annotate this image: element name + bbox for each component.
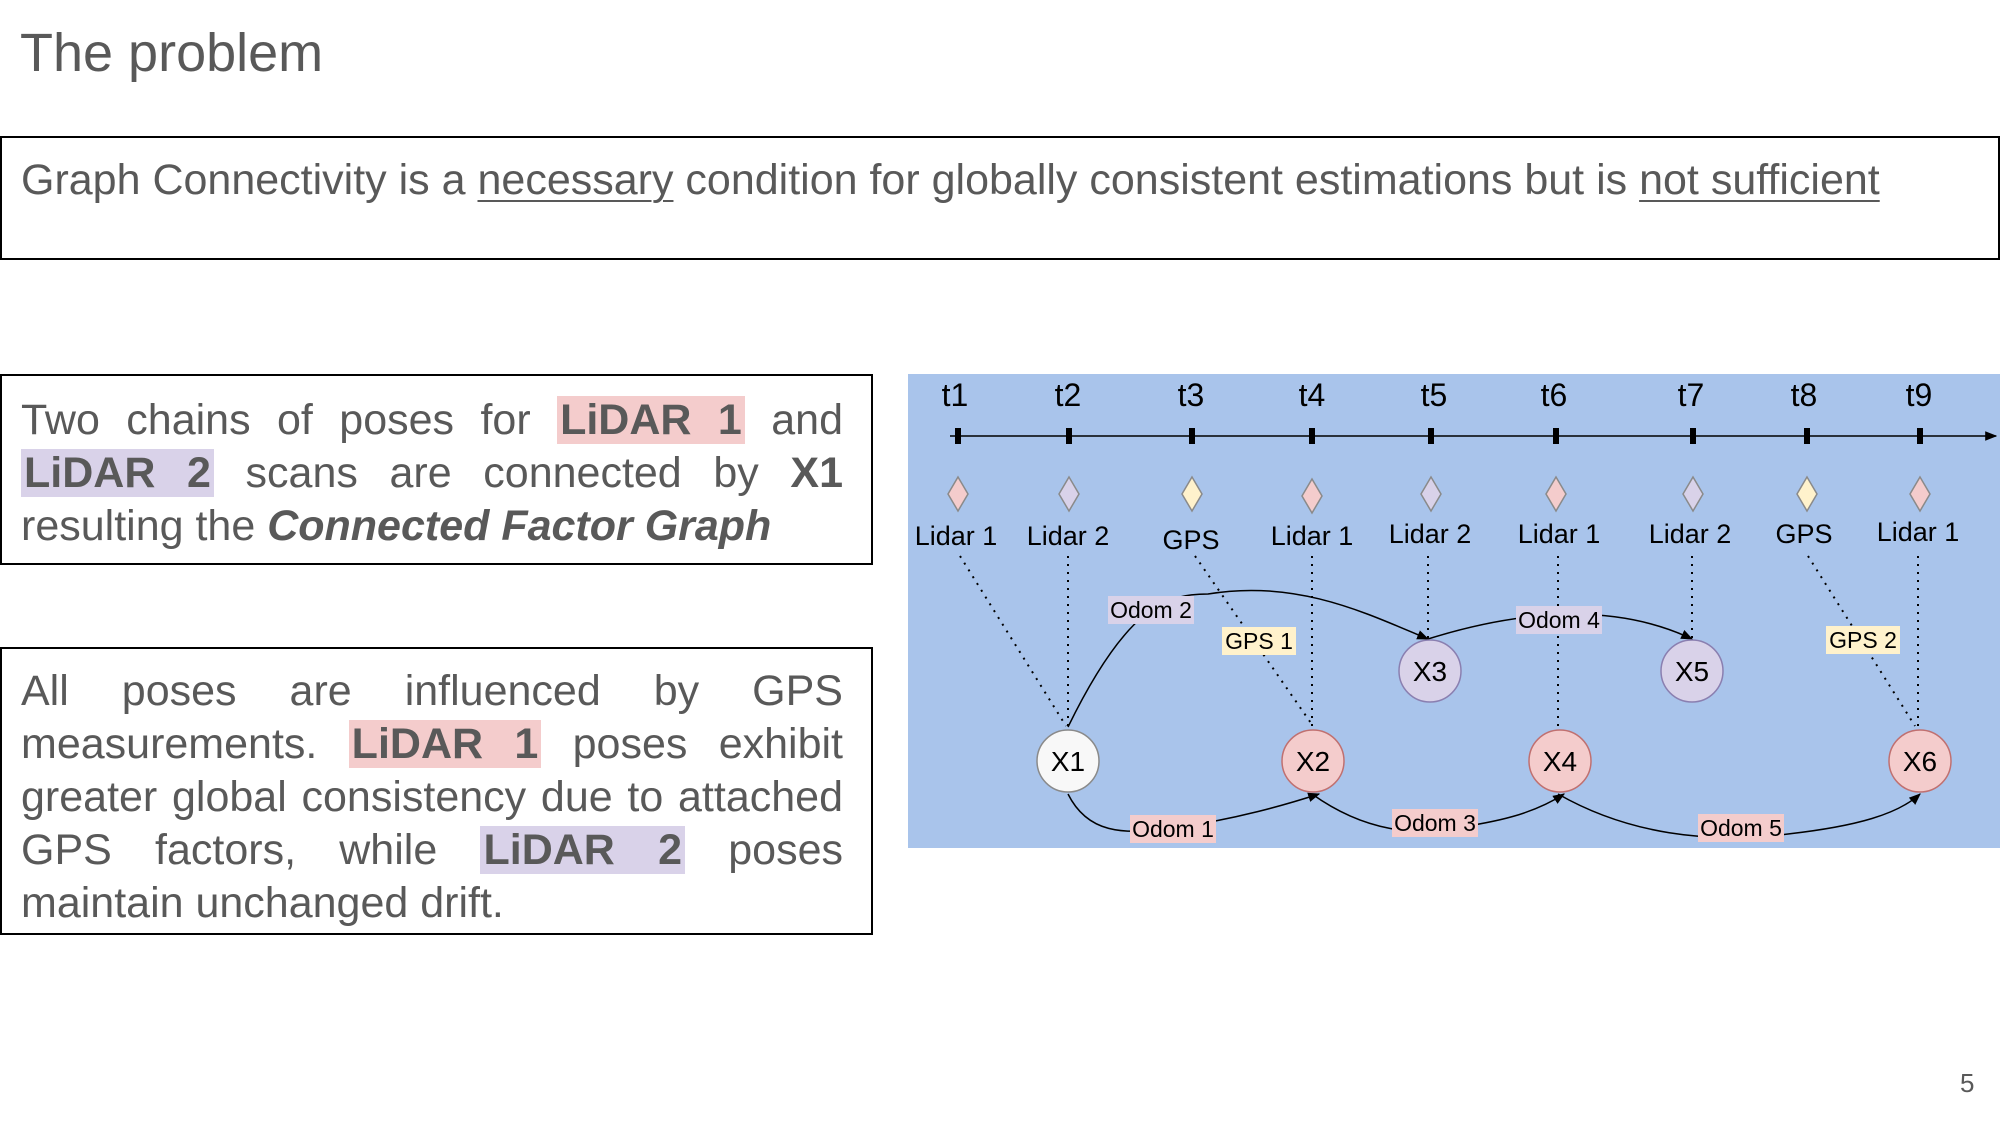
time-label-t8: t8	[1791, 377, 1818, 413]
pose-node-x1: X1	[1036, 729, 1100, 793]
statement-box: Graph Connectivity is a necessary condit…	[0, 136, 2000, 260]
edge-label-text: Odom 4	[1518, 607, 1600, 633]
gps-factor-line	[1807, 555, 1916, 727]
time-label-t9: t9	[1906, 377, 1933, 413]
chains-box: Two chains of poses for LiDAR 1 and LiDA…	[0, 374, 873, 565]
node-label: X5	[1675, 656, 1709, 687]
text-part: Two chains of poses for	[21, 396, 558, 444]
sensor-label: GPS	[1775, 519, 1832, 549]
time-label-t3: t3	[1178, 377, 1205, 413]
edge-label-text: Odom 3	[1394, 810, 1476, 836]
time-label-t7: t7	[1678, 377, 1705, 413]
time-label-t1: t1	[942, 377, 969, 413]
edge-label-text: GPS 1	[1225, 628, 1293, 654]
odom-3-label: Odom 3	[1392, 809, 1478, 837]
tick-t3	[1189, 428, 1195, 444]
lidar1-diamond-icon	[1301, 477, 1323, 515]
text-part: All poses are influenced by GPS measurem…	[21, 667, 843, 768]
pose-node-x2: X2	[1281, 729, 1345, 793]
node-label: X3	[1413, 656, 1447, 687]
text-part: poses exhibit greater global consistency…	[21, 720, 843, 874]
text-part: poses maintain unchanged drift.	[21, 826, 843, 927]
sensor-label: Lidar 2	[1027, 521, 1110, 551]
gps-1-label: GPS 1	[1222, 627, 1296, 655]
pose-node-x5: X5	[1660, 639, 1724, 703]
sensor-label: Lidar 1	[1271, 521, 1354, 551]
lidar1-highlight: LiDAR 1	[348, 720, 542, 768]
node-label: X2	[1296, 746, 1330, 777]
lidar2-highlight: LiDAR 2	[21, 449, 214, 497]
factor-graph-diagram: t1 t2 t3 t4 t5 t6 t7 t8 t9 Lidar 1 Lidar…	[908, 374, 2000, 848]
tick-t9	[1917, 428, 1923, 444]
gps-note-box: All poses are influenced by GPS measurem…	[0, 647, 873, 935]
node-label: X1	[1051, 746, 1085, 777]
necessary-emphasis: necessary	[477, 156, 674, 204]
tick-t4	[1309, 428, 1315, 444]
time-label-t4: t4	[1299, 377, 1326, 413]
lidar1-highlight: LiDAR 1	[557, 396, 745, 444]
node-label: X6	[1903, 746, 1937, 777]
edge-label-text: Odom 1	[1132, 816, 1214, 842]
pose-node-x3: X3	[1398, 639, 1462, 703]
gps-diamond-icon	[1796, 475, 1818, 513]
edge-label-text: GPS 2	[1829, 627, 1897, 653]
pose-node-x6: X6	[1888, 729, 1952, 793]
edge-label-text: Odom 2	[1110, 597, 1192, 623]
sensor-label: Lidar 1	[1518, 519, 1601, 549]
tick-t1	[955, 428, 961, 444]
text-part: and	[744, 396, 843, 444]
connected-factor-graph-emphasis: Connected Factor Graph	[267, 502, 772, 550]
page-number: 5	[1960, 1068, 1975, 1098]
tick-t2	[1066, 428, 1072, 444]
lidar2-diamond-icon	[1058, 475, 1080, 513]
tick-t6	[1553, 428, 1559, 444]
lidar1-diamond-icon	[947, 475, 969, 513]
gps-2-label: GPS 2	[1826, 626, 1900, 654]
text-part: resulting the	[21, 502, 268, 550]
time-label-t2: t2	[1055, 377, 1082, 413]
statement-part: Graph Connectivity is a	[21, 156, 478, 204]
tick-t8	[1804, 428, 1810, 444]
tick-t7	[1690, 428, 1696, 444]
edge-label-text: Odom 5	[1700, 815, 1782, 841]
sensor-label: Lidar 2	[1649, 519, 1732, 549]
odom-4-label: Odom 4	[1516, 606, 1602, 634]
not-sufficient-emphasis: not sufficient	[1639, 156, 1880, 204]
odom-2-edge	[1067, 589, 1430, 728]
node-label: X4	[1543, 746, 1577, 777]
text-part: scans are connected by	[213, 449, 791, 497]
factor-graph-svg: t1 t2 t3 t4 t5 t6 t7 t8 t9 Lidar 1 Lidar…	[915, 377, 1998, 843]
sensor-label: Lidar 1	[915, 521, 998, 551]
chains-text: Two chains of poses for LiDAR 1 and LiDA…	[21, 394, 843, 553]
lidar2-diamond-icon	[1682, 475, 1704, 513]
sensor-label: GPS	[1162, 525, 1219, 555]
lidar-factor-line	[959, 555, 1067, 727]
statement-part: condition for globally consistent estima…	[673, 156, 1640, 204]
odom-2-label: Odom 2	[1108, 596, 1194, 624]
time-label-t6: t6	[1541, 377, 1568, 413]
slide-title: The problem	[20, 23, 324, 83]
gps-note-text: All poses are influenced by GPS measurem…	[21, 665, 843, 930]
x1-emphasis: X1	[790, 449, 844, 497]
pose-node-x4: X4	[1528, 729, 1592, 793]
tick-t5	[1428, 428, 1434, 444]
lidar2-highlight: LiDAR 2	[480, 826, 686, 874]
odom-1-label: Odom 1	[1130, 815, 1216, 843]
gps-diamond-icon	[1181, 475, 1203, 513]
lidar2-diamond-icon	[1420, 475, 1442, 513]
sensor-label: Lidar 2	[1389, 519, 1472, 549]
sensor-label: Lidar 1	[1877, 517, 1960, 547]
statement-text: Graph Connectivity is a necessary condit…	[21, 156, 1880, 205]
lidar1-diamond-icon	[1545, 475, 1567, 513]
odom-5-label: Odom 5	[1698, 814, 1784, 842]
lidar1-diamond-icon	[1909, 475, 1931, 513]
time-label-t5: t5	[1421, 377, 1448, 413]
